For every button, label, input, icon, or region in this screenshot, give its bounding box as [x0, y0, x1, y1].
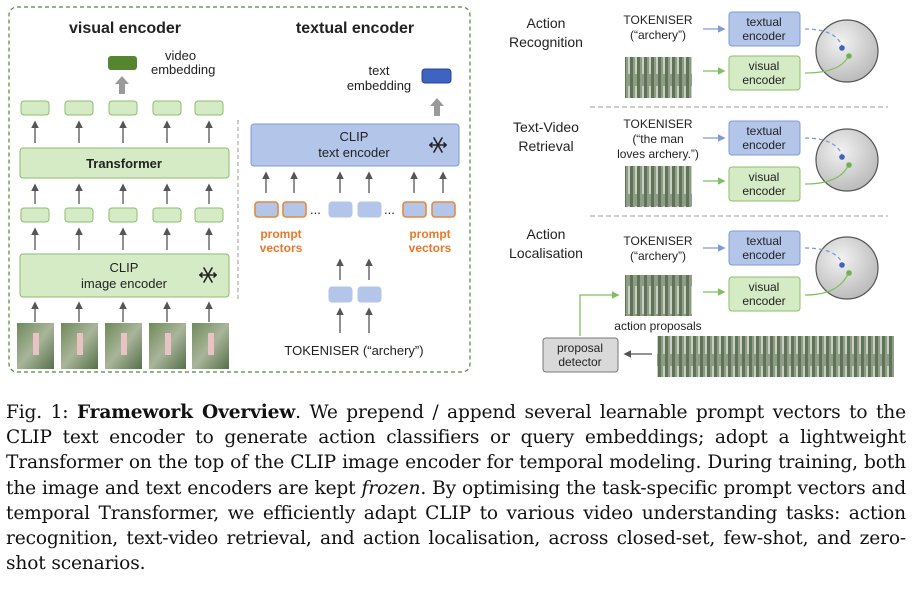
ellipsis-left: ... — [310, 202, 321, 217]
textual-encoder-box — [728, 11, 801, 47]
transformer-block — [19, 147, 230, 179]
snowflake-icon — [199, 267, 217, 283]
textual-encoder-title: textual encoder — [296, 20, 414, 37]
proposal-detector-box — [542, 337, 619, 373]
textual-encoder-box — [728, 120, 801, 156]
clip-image-encoder-block — [19, 253, 230, 298]
framework-figure: visual encoder textual encoder video emb… — [8, 6, 894, 377]
tokeniser-line-3: loves archery.”) — [617, 147, 699, 161]
figure-caption: Fig. 1: Framework Overview. We prepend /… — [6, 400, 906, 576]
film-strip — [625, 57, 692, 98]
tokeniser-line-1: TOKENISER — [623, 234, 692, 248]
caption-text-2: . By optimising the task-specific prompt… — [6, 477, 906, 575]
task-title-line-2: Localisation — [509, 245, 583, 261]
long-untrimmed-video-strip — [657, 336, 894, 377]
task-title-line-1: Action — [527, 15, 566, 31]
transformer-label: Transformer — [86, 156, 162, 171]
proposal-detector-label-2: detector — [558, 355, 601, 369]
task-title-line-1: Text-Video — [513, 119, 579, 135]
textual-encoder-label-2: encoder — [742, 138, 785, 152]
tokeniser-line-2: (“the man — [632, 132, 683, 146]
embedding-space-sphere — [815, 236, 879, 300]
visual-output-tokens — [20, 100, 224, 116]
prompt-vectors-right-2: vectors — [409, 241, 452, 255]
task-title-line-2: Retrieval — [518, 138, 573, 154]
visual-encoder-label-1: visual — [749, 170, 780, 184]
up-arrow-video-embedding — [115, 76, 129, 94]
text-encoder-label-2: text encoder — [318, 145, 390, 160]
video-embedding-label-2: embedding — [151, 62, 215, 77]
snowflake-icon — [429, 137, 447, 153]
caption-title: Framework Overview — [76, 402, 296, 423]
up-arrow-text-embedding — [430, 98, 444, 116]
caption-frozen: frozen — [361, 477, 421, 499]
prompt-vectors-left-1: prompt — [260, 227, 301, 241]
tokeniser-line-1: TOKENISER — [623, 13, 692, 27]
arrows-encoder-to-tokens — [31, 227, 213, 250]
visual-encoder-box — [728, 166, 801, 202]
visual-frame-tokens — [20, 207, 224, 223]
caption-fig-label: Fig. 1: — [6, 402, 69, 423]
video-embedding-label-1: video — [165, 48, 196, 63]
task-row-text-video-retrieval: Text-Video Retrieval TOKENISER (“the man… — [513, 117, 879, 207]
visual-encoder-label-1: visual — [749, 59, 780, 73]
textual-encoder-label-2: encoder — [742, 29, 785, 43]
visual-encoder-label-1: visual — [749, 280, 780, 294]
tokenised-word-embeddings — [328, 286, 382, 303]
video-embedding-box — [108, 56, 137, 70]
visual-encoder-box — [728, 55, 801, 91]
class-text-tokens — [328, 201, 382, 218]
image-encoder-label-2: image encoder — [81, 276, 168, 291]
prefix-prompt-vectors — [254, 201, 307, 218]
film-strip — [625, 166, 692, 207]
arrows-tokeniser-to-embeddings — [336, 307, 373, 333]
visual-encoder-label-2: encoder — [742, 73, 785, 87]
action-proposals-label: action proposals — [614, 319, 701, 333]
detector-to-proposals-arrow — [579, 291, 620, 336]
film-strip — [625, 275, 692, 316]
arrows-embeddings-to-class-tokens — [336, 258, 373, 280]
textual-encoder-label-1: textual — [746, 124, 781, 138]
arrows-prompts-to-text-encoder — [262, 171, 447, 193]
text-embedding-label-2: embedding — [347, 78, 411, 93]
textual-encoder-label-2: encoder — [742, 248, 785, 262]
image-encoder-label-1: CLIP — [110, 260, 139, 275]
visual-encoder-title: visual encoder — [69, 20, 181, 37]
text-encoder-label-1: CLIP — [340, 129, 369, 144]
textual-encoder-box — [728, 230, 801, 266]
text-embedding-box — [421, 68, 452, 84]
arrows-frames-to-encoder — [31, 301, 213, 322]
visual-encoder-box — [728, 276, 801, 312]
video-frames — [17, 323, 229, 369]
textual-encoder-label-1: textual — [746, 15, 781, 29]
embedding-space-sphere — [815, 19, 879, 83]
prompt-vectors-left-2: vectors — [260, 241, 303, 255]
tokeniser-line-2: (“archery”) — [630, 28, 686, 42]
task-row-action-recognition: Action Recognition TOKENISER (“archery”)… — [509, 11, 879, 98]
text-embedding-label-1: text — [369, 63, 390, 78]
textual-encoder-label-1: textual — [746, 234, 781, 248]
prompt-vectors-right-1: prompt — [409, 227, 450, 241]
task-title-line-2: Recognition — [509, 34, 583, 50]
task-row-action-localisation: Action Localisation TOKENISER (“archery”… — [509, 226, 879, 316]
visual-encoder-label-2: encoder — [742, 294, 785, 308]
clip-text-encoder-block — [250, 123, 460, 167]
left-panel-border — [8, 6, 471, 373]
tokeniser-line-1: TOKENISER — [623, 117, 692, 131]
ellipsis-right: ... — [384, 202, 395, 217]
visual-encoder-label-2: encoder — [742, 184, 785, 198]
task-title-line-1: Action — [527, 226, 566, 242]
suffix-prompt-vectors — [402, 201, 456, 218]
caption-text-1: . We prepend / append several learnable … — [6, 402, 906, 499]
embedding-space-sphere — [815, 128, 879, 192]
arrows-transformer-to-tokens — [31, 120, 213, 143]
proposal-detector-label-1: proposal — [557, 341, 603, 355]
arrows-tokens-to-transformer — [31, 183, 213, 204]
tokeniser-line-2: (“archery”) — [630, 249, 686, 263]
tokeniser-label: TOKENISER (“archery”) — [284, 343, 423, 358]
